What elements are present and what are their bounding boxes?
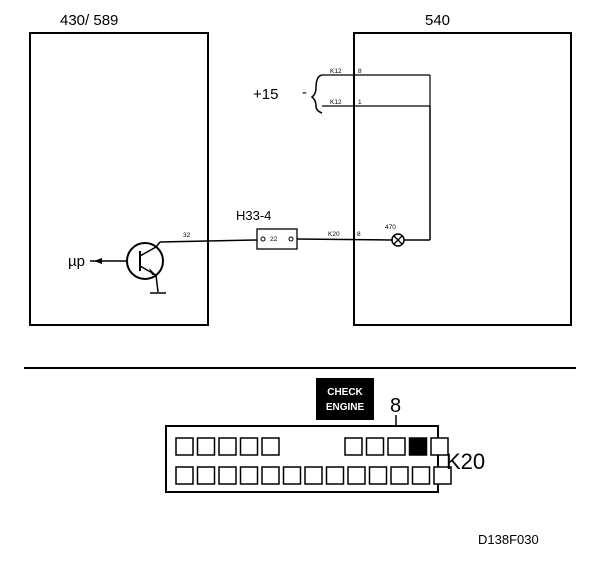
right-module-label: 540: [425, 12, 450, 29]
collector-link: [155, 241, 161, 248]
transistor-icon: [126, 242, 164, 280]
emitter-arrow-icon: [149, 268, 156, 275]
top-row-right-pins: [344, 437, 449, 456]
bottom-pin-8: [325, 466, 345, 485]
bottom-pin-4: [239, 466, 259, 485]
output-wire-32: [159, 239, 259, 243]
bottom-pin-13: [433, 466, 452, 485]
top-row-left-pins: [175, 437, 280, 456]
bottom-row-pins: [175, 466, 452, 485]
bottom-pin-12: [411, 466, 431, 485]
supply-dash: -: [302, 84, 307, 101]
top-left-pin-5: [261, 437, 280, 456]
bottom-pin-2: [196, 466, 216, 485]
connector-pin-right-icon: [288, 236, 294, 242]
bottom-pin-1: [175, 466, 194, 485]
top-right-pin-5: [430, 437, 449, 456]
connector-k20-label: K20: [446, 449, 485, 474]
top-left-pin-3: [218, 437, 237, 456]
pin-k12-bottom: K12: [330, 99, 342, 106]
top-right-pin-3: [387, 437, 406, 456]
ground-wire: [155, 274, 159, 293]
pin-k20-label: K20: [328, 231, 340, 238]
connector-label: H33-4: [236, 208, 271, 223]
lamp-cross-b: [393, 235, 403, 245]
pin-k12-top: K12: [330, 68, 342, 75]
connector-pin-left-icon: [260, 236, 266, 242]
supply-bracket: [310, 74, 323, 114]
bottom-pin-11: [390, 466, 409, 485]
diagnostic-pin-number: 8: [390, 395, 401, 417]
bottom-pin-9: [347, 466, 366, 485]
transistor-collector: [139, 246, 157, 257]
bottom-pin-10: [368, 466, 388, 485]
top-left-pin-1: [175, 437, 194, 456]
top-right-pin-1: [344, 437, 363, 456]
wire-32-label: 32: [183, 232, 191, 239]
bottom-pin-3: [218, 466, 237, 485]
left-module-label: 430/ 589: [60, 12, 118, 29]
pin-8-label: 8: [357, 231, 361, 238]
figure-code: D138F030: [478, 532, 539, 547]
bottom-pin-5: [261, 466, 280, 485]
pin-8-top: 8: [358, 68, 362, 75]
top-left-pin-4: [239, 437, 259, 456]
connector-pin-22: 22: [270, 236, 278, 243]
bottom-pin-7: [304, 466, 323, 485]
check-engine-line1: CHECK: [327, 387, 363, 398]
top-right-pin-4-highlighted: [408, 437, 428, 456]
module-box-540: [353, 32, 572, 326]
bottom-pin-6: [282, 466, 302, 485]
supply-label: +15: [253, 86, 278, 103]
pin-1: 1: [358, 99, 362, 106]
transistor-label: µp: [68, 253, 85, 270]
check-engine-icon: [316, 378, 374, 420]
top-right-pin-2: [365, 437, 385, 456]
lamp-label: 470: [385, 224, 396, 231]
module-box-430-589: [29, 32, 209, 326]
top-left-pin-2: [196, 437, 216, 456]
check-engine-line2: ENGINE: [326, 402, 365, 413]
wire-to-lamp: [296, 238, 393, 241]
